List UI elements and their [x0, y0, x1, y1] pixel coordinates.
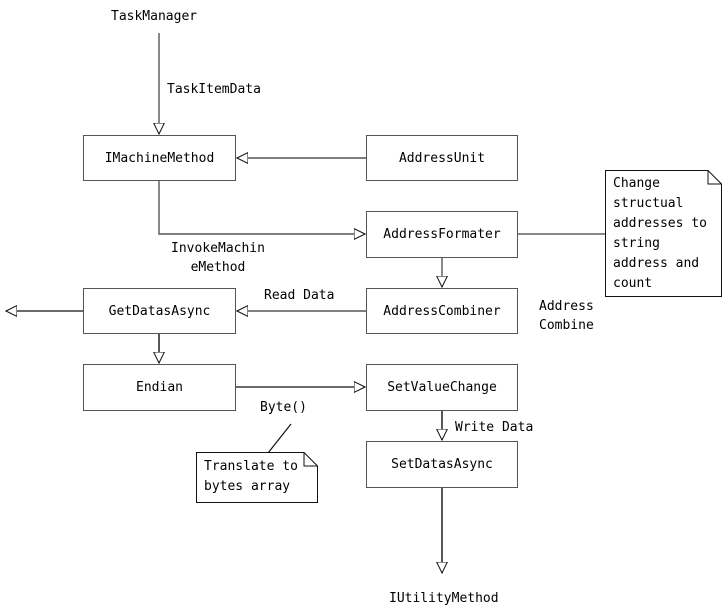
- note-translate-description: Translate to bytes array: [196, 452, 318, 503]
- node-imachinemethod[interactable]: IMachineMethod: [83, 135, 236, 181]
- node-addresscombiner[interactable]: AddressCombiner: [366, 288, 518, 334]
- note-shape-icon: [605, 170, 722, 297]
- note-shape-icon: [196, 452, 318, 503]
- node-label: AddressFormater: [383, 227, 501, 242]
- edge-imachinemethod-to-addressformater: [158, 181, 365, 234]
- edge-label-byte: Byte(): [260, 400, 307, 415]
- node-label: SetDatasAsync: [391, 457, 493, 472]
- label-taskmanager: TaskManager: [111, 9, 198, 24]
- note-text: Translate to bytes array: [204, 459, 298, 494]
- note-address-description: Change structual addresses to string add…: [605, 170, 722, 297]
- node-label: AddressUnit: [398, 150, 486, 166]
- label-address-combine: Address Combine: [539, 299, 594, 333]
- node-label: Endian: [136, 380, 183, 395]
- node-label: AddressCombiner: [383, 303, 501, 319]
- edge-label-writedata: Write Data: [455, 420, 534, 435]
- node-addressformater[interactable]: AddressFormater: [366, 211, 518, 258]
- edge-label-invokemachinemethod: InvokeMachin eMethod: [171, 241, 265, 275]
- node-endian[interactable]: Endian: [83, 364, 236, 411]
- node-addressunit[interactable]: AddressUnit: [366, 135, 518, 181]
- note-text: Change structual addresses to string add…: [613, 176, 707, 291]
- leader-translate-note: [267, 423, 292, 454]
- node-getdatasasync[interactable]: GetDatasAsync: [83, 288, 236, 334]
- node-label: IMachineMethod: [104, 150, 215, 166]
- edge-label-taskitemdata: TaskItemData: [167, 82, 261, 97]
- node-label: GetDatasAsync: [108, 303, 211, 319]
- node-label: SetValueChange: [387, 380, 497, 395]
- edge-label-readdata: Read Data: [264, 288, 335, 303]
- label-iutilitymethod: IUtilityMethod: [389, 591, 499, 606]
- node-setvaluechange[interactable]: SetValueChange: [366, 364, 518, 411]
- node-setdatasasync[interactable]: SetDatasAsync: [366, 441, 518, 488]
